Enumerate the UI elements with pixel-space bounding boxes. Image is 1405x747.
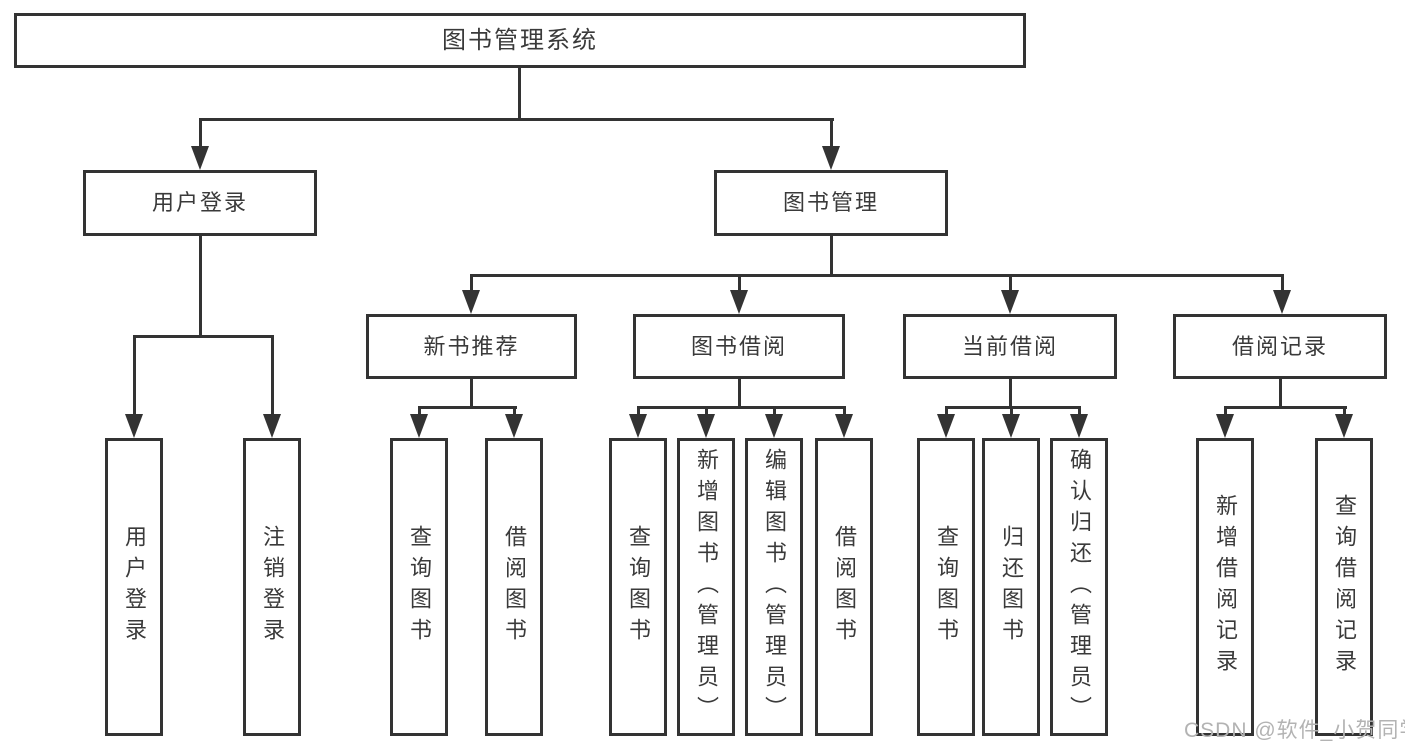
connector-vline [513, 408, 516, 416]
connector-vline [470, 276, 473, 292]
node-current-borrowing: 当前借阅 [903, 314, 1117, 379]
connector-vline [830, 120, 833, 148]
arrowhead [505, 414, 523, 438]
arrowhead [1001, 290, 1019, 314]
connector-vline [1009, 276, 1012, 292]
node-book-borrowing: 图书借阅 [633, 314, 845, 379]
connector-vline [843, 408, 846, 416]
connector-vline [133, 337, 136, 416]
arrowhead [937, 414, 955, 438]
connector-vline [518, 67, 521, 121]
connector-vline [738, 276, 741, 292]
connector-vline [1009, 379, 1012, 408]
connector-vline [271, 337, 274, 416]
node-leaf-query-books-current: 查询图书 [917, 438, 975, 736]
connector-vline [199, 236, 202, 337]
arrowhead [835, 414, 853, 438]
arrowhead [1273, 290, 1291, 314]
connector-vline [1224, 408, 1227, 416]
connector-vline [945, 408, 948, 416]
connector-vline [1343, 408, 1346, 416]
connector-vline [470, 379, 473, 408]
node-borrowing-records: 借阅记录 [1173, 314, 1387, 379]
arrowhead [629, 414, 647, 438]
connector-vline [1281, 276, 1284, 292]
node-leaf-return-book: 归还图书 [982, 438, 1040, 736]
connector-vline [637, 408, 640, 416]
connector-hline [470, 274, 1284, 277]
watermark: CSDN @软件_小贺同学 [1184, 719, 1405, 742]
connector-hline [1224, 406, 1347, 409]
connector-hline [199, 118, 834, 121]
node-leaf-logout: 注销登录 [243, 438, 301, 736]
node-book-management: 图书管理 [714, 170, 948, 236]
connector-hline [945, 406, 1081, 409]
node-leaf-query-borrow-record: 查询借阅记录 [1315, 438, 1373, 736]
arrowhead [410, 414, 428, 438]
node-leaf-add-borrow-record: 新增借阅记录 [1196, 438, 1254, 736]
node-leaf-edit-book-admin: 编辑图书（管理员） [745, 438, 803, 736]
connector-vline [1078, 408, 1081, 416]
node-leaf-borrow-books-recommend: 借阅图书 [485, 438, 543, 736]
node-user-login: 用户登录 [83, 170, 317, 236]
arrowhead [1335, 414, 1353, 438]
connector-hline [637, 406, 846, 409]
arrowhead [462, 290, 480, 314]
connector-vline [705, 408, 708, 416]
connector-vline [199, 120, 202, 148]
node-leaf-query-books-borrowing: 查询图书 [609, 438, 667, 736]
connector-vline [773, 408, 776, 416]
connector-hline [133, 335, 274, 338]
arrowhead [1070, 414, 1088, 438]
arrowhead [730, 290, 748, 314]
node-leaf-add-book-admin: 新增图书（管理员） [677, 438, 735, 736]
connector-hline [418, 406, 517, 409]
node-leaf-confirm-return-admin: 确认归还（管理员） [1050, 438, 1108, 736]
arrowhead [125, 414, 143, 438]
connector-vline [418, 408, 421, 416]
arrowhead [822, 146, 840, 170]
connector-vline [830, 236, 833, 277]
node-root-library-management-system: 图书管理系统 [14, 13, 1026, 68]
arrowhead [1002, 414, 1020, 438]
node-leaf-borrow-books-borrowing: 借阅图书 [815, 438, 873, 736]
arrowhead [765, 414, 783, 438]
node-new-book-recommend: 新书推荐 [366, 314, 577, 379]
node-leaf-query-books-recommend: 查询图书 [390, 438, 448, 736]
arrowhead [191, 146, 209, 170]
connector-vline [1279, 379, 1282, 408]
connector-vline [738, 379, 741, 408]
arrowhead [697, 414, 715, 438]
node-leaf-user-login: 用户登录 [105, 438, 163, 736]
connector-vline [1010, 408, 1013, 416]
arrowhead [1216, 414, 1234, 438]
arrowhead [263, 414, 281, 438]
